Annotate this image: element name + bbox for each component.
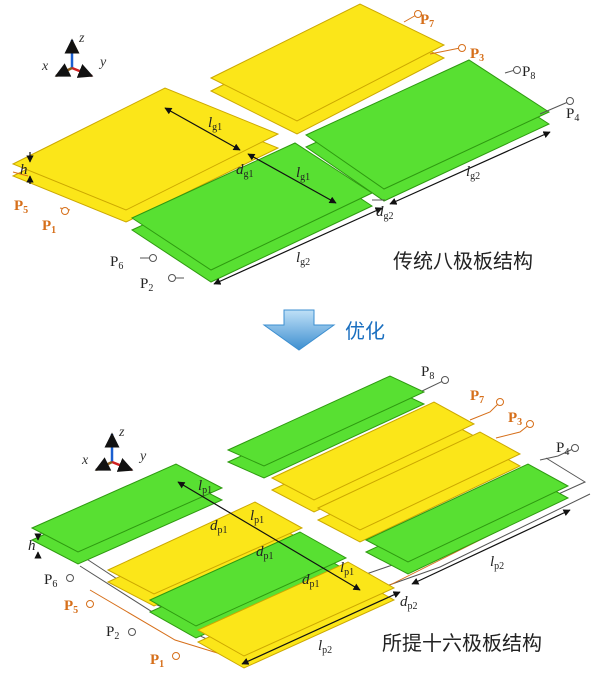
top-structure: z y x h lg1 lg1 dg1 lg2 lg2 dg2 P5 P1 P7… — [11, 3, 579, 294]
bottom-port-circles — [66, 376, 579, 660]
bottom-dim-lp1-c: lp1 — [340, 560, 354, 578]
top-port-p4: P4 — [566, 106, 579, 124]
bottom-axis-y-label: y — [138, 449, 147, 464]
bottom-port-p5: P5 — [64, 598, 78, 616]
bottom-dim-dp1-a: dp1 — [210, 518, 228, 536]
top-port-p1: P1 — [42, 218, 56, 236]
top-caption: 传统八极板结构 — [393, 249, 533, 273]
bottom-dim-lp2-a: lp2 — [318, 638, 332, 656]
bottom-port-p2: P2 — [106, 624, 119, 642]
bottom-axis-z-label: z — [118, 425, 125, 440]
top-port-p7: P7 — [420, 12, 434, 30]
bottom-dim-h: h — [28, 538, 36, 554]
plate-green-right-upper — [304, 59, 551, 190]
bottom-dim-lp1-b: lp1 — [250, 508, 264, 526]
top-dimension-lines — [26, 107, 551, 285]
axis-y-label: y — [98, 55, 107, 70]
top-port-p6: P6 — [110, 254, 123, 272]
axis-z-label: z — [78, 31, 85, 46]
axis-x-label: x — [41, 59, 49, 74]
bottom-dim-lp1-a: lp1 — [198, 478, 212, 496]
plate-green-r1-top — [226, 375, 426, 467]
top-port-p5: P5 — [14, 198, 28, 216]
bottom-caption: 所提十六极板结构 — [382, 631, 542, 655]
top-port-wires-gray — [140, 66, 574, 282]
top-port-p3: P3 — [470, 46, 484, 64]
top-axis-triad: z y x — [41, 31, 107, 78]
arrow-label: 优化 — [345, 319, 385, 343]
top-port-p2: P2 — [140, 276, 153, 294]
top-dim-lg2-a: lg2 — [296, 250, 310, 268]
bottom-axis-x-label: x — [81, 453, 89, 468]
bottom-port-p4: P4 — [556, 440, 569, 458]
bottom-dim-dp1-b: dp1 — [256, 544, 274, 562]
optimize-arrow: 优化 — [262, 309, 385, 351]
top-dim-lg2-b: lg2 — [466, 164, 480, 182]
bottom-dim-dp1-c: dp1 — [302, 572, 320, 590]
top-dim-h: h — [20, 162, 28, 178]
bottom-structure: z y x h lp1 lp1 lp1 dp1 dp1 dp1 lp2 lp2 … — [28, 364, 591, 670]
big-down-arrow — [262, 309, 336, 351]
top-dim-lg1-b: lg1 — [296, 165, 310, 183]
bottom-port-p7: P7 — [470, 388, 484, 406]
bottom-dim-dp2: dp2 — [400, 594, 418, 612]
top-port-wires — [12, 10, 466, 215]
bottom-axis-triad: z y x — [81, 425, 147, 472]
top-dim-lg1-a: lg1 — [208, 115, 222, 133]
bottom-port-p6: P6 — [44, 572, 57, 590]
top-dim-dg2: dg2 — [376, 204, 394, 222]
bottom-dimension-lines — [34, 481, 571, 665]
top-port-p8: P8 — [522, 64, 535, 82]
bottom-dim-lp2-b: lp2 — [490, 554, 504, 572]
top-dim-dg1: dg1 — [236, 162, 254, 180]
bottom-port-p3: P3 — [508, 410, 522, 428]
bottom-port-p8: P8 — [421, 364, 434, 382]
bottom-port-p1: P1 — [150, 652, 164, 670]
plate-yellow-right-upper — [209, 3, 446, 122]
